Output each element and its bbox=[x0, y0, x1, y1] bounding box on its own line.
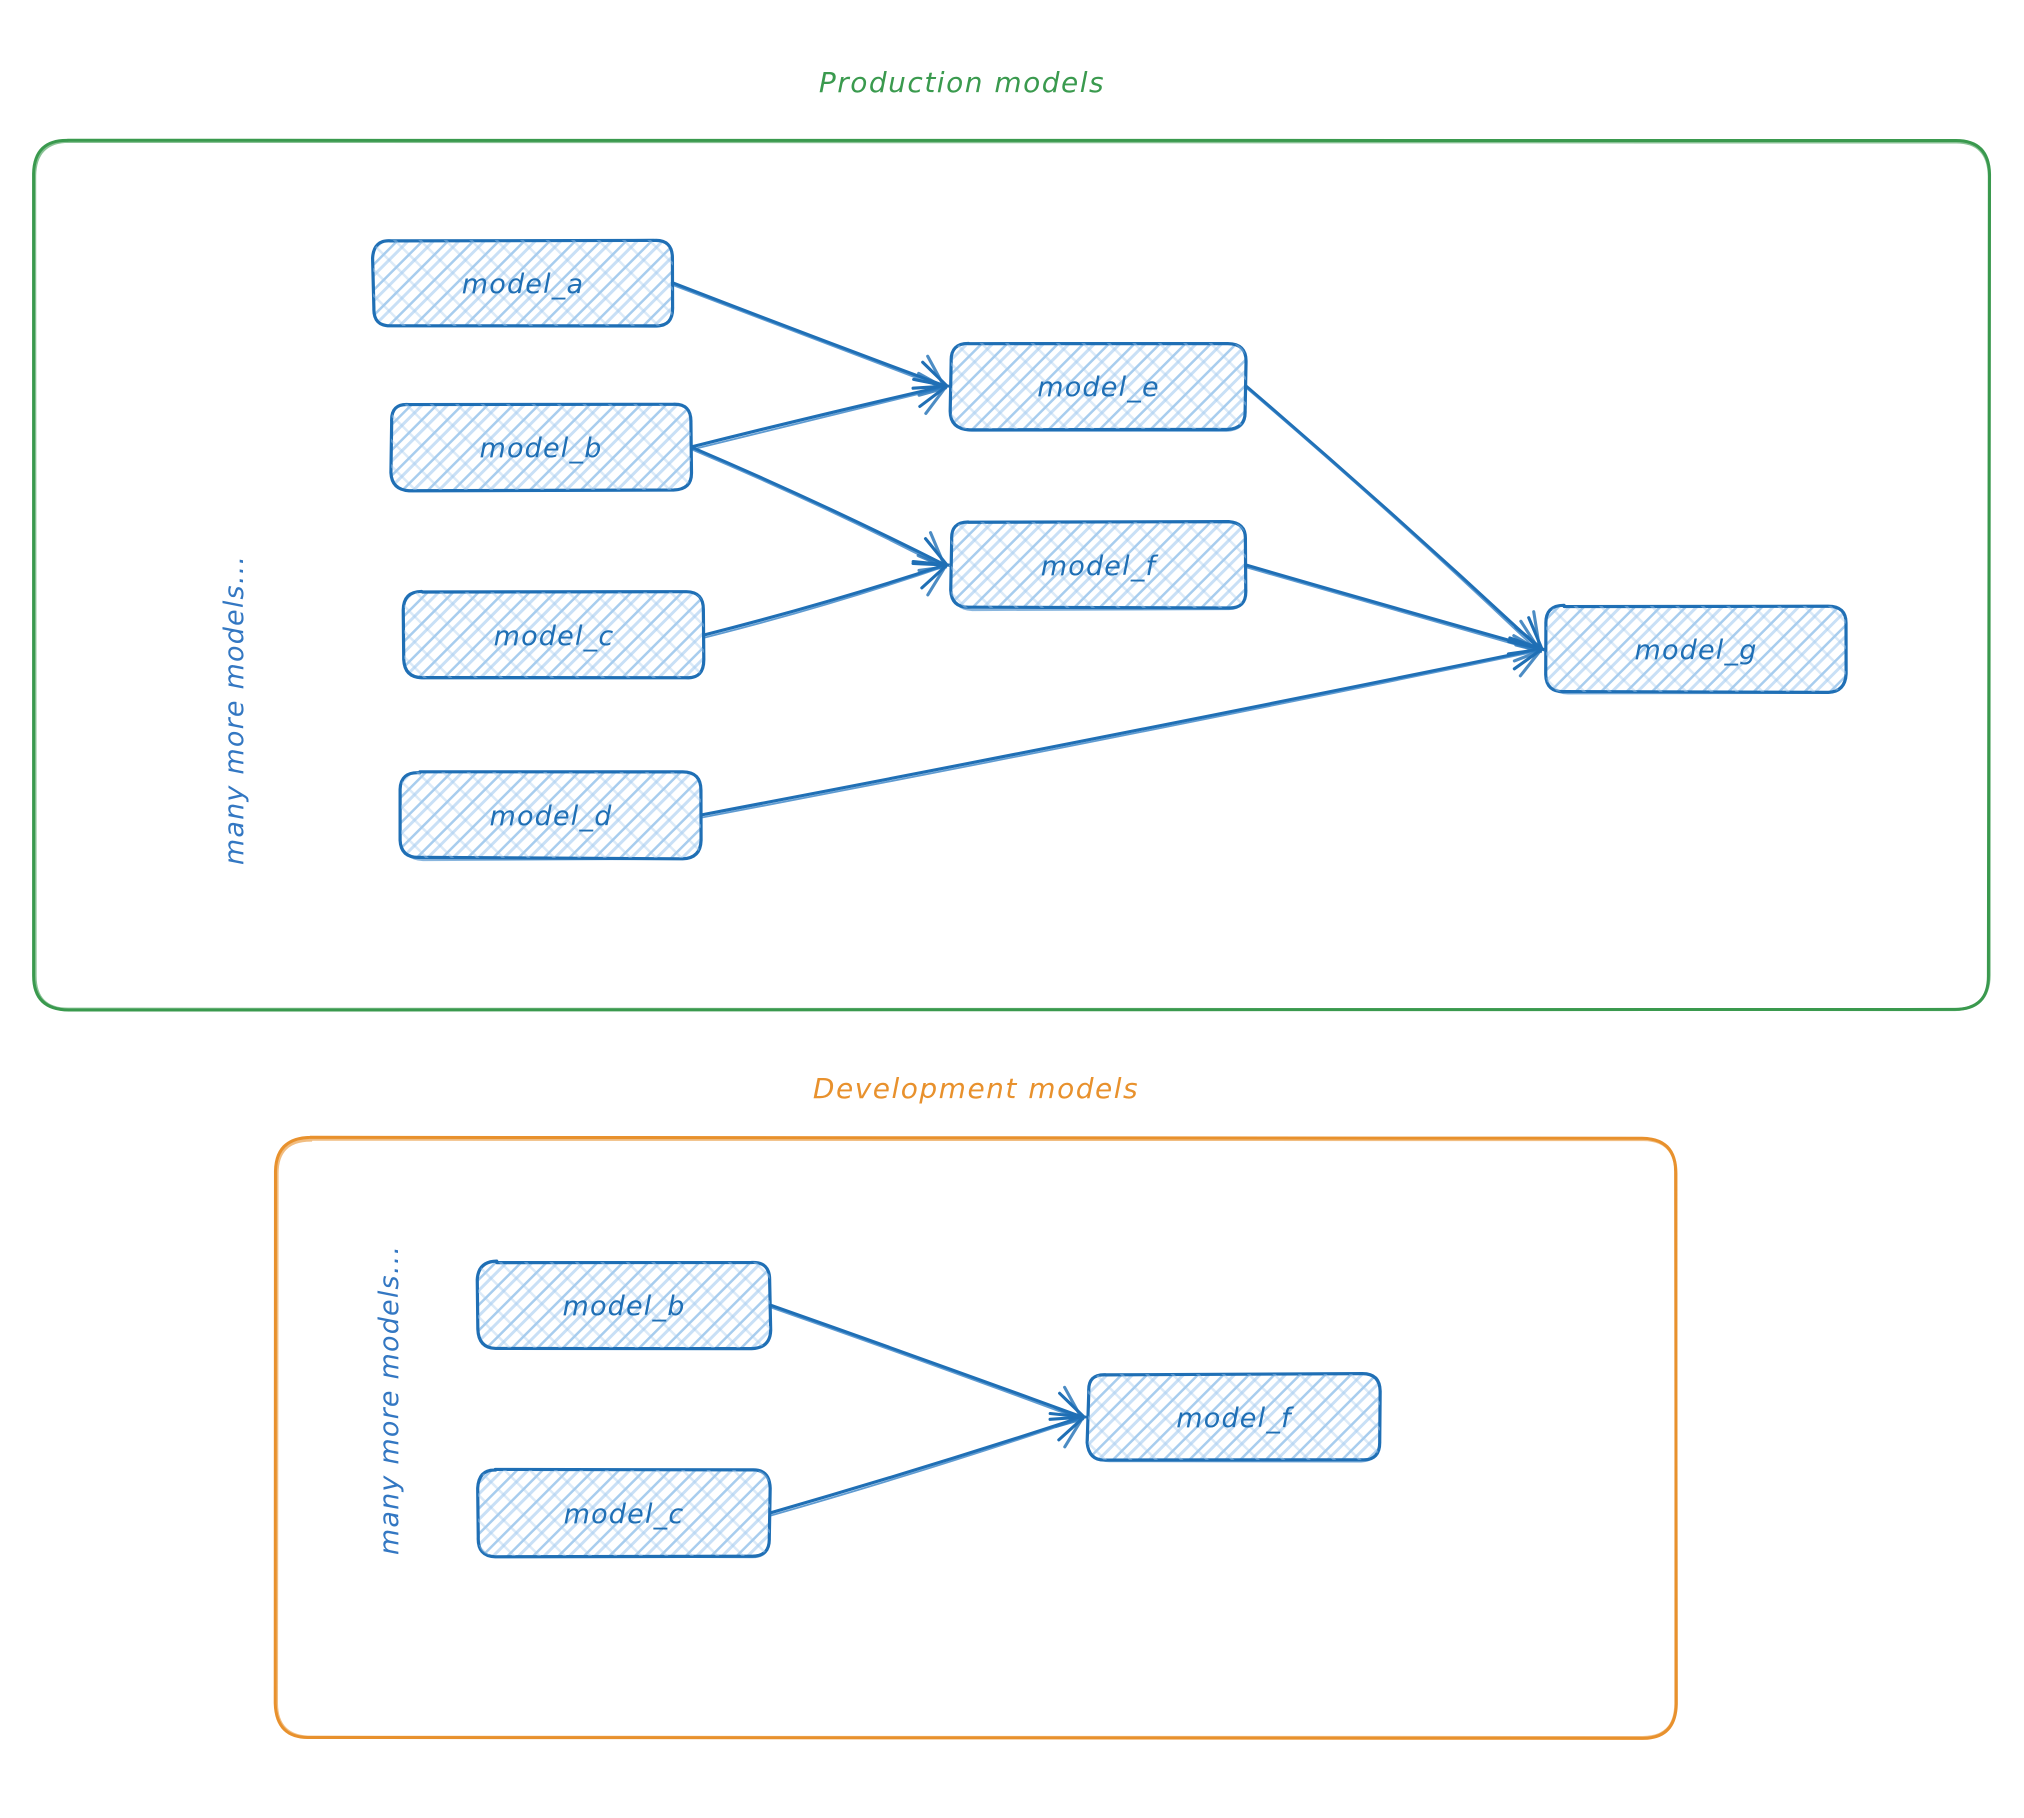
edge-line-sketch bbox=[701, 650, 1539, 819]
edge-line-sketch bbox=[691, 387, 944, 451]
side-note-production: many more models... bbox=[219, 555, 250, 865]
edge-line bbox=[702, 563, 947, 637]
edge-line bbox=[1244, 384, 1542, 651]
arrowhead-sketch-icon bbox=[1512, 634, 1543, 678]
arrowhead-sketch-icon bbox=[916, 553, 948, 597]
node-hatch-overlay bbox=[391, 404, 691, 490]
edge-model_d-to-model_g bbox=[699, 634, 1546, 819]
edge-line bbox=[689, 384, 947, 449]
edge-line-sketch bbox=[691, 448, 944, 568]
node-dev_model_f[interactable]: model_f bbox=[1085, 1372, 1382, 1463]
edge-line-sketch bbox=[770, 1418, 1081, 1517]
node-model_e[interactable]: model_e bbox=[948, 341, 1248, 433]
arrowhead-sketch-icon bbox=[1053, 1405, 1085, 1449]
node-dev_model_b[interactable]: model_b bbox=[475, 1259, 773, 1351]
node-hatch-overlay bbox=[404, 592, 704, 678]
edge-model_b-to-model_f bbox=[689, 445, 951, 572]
node-label: model_g bbox=[1634, 635, 1757, 666]
edge-dev_model_c-to-dev_model_f bbox=[768, 1405, 1088, 1517]
edge-line-sketch bbox=[704, 566, 944, 639]
node-hatch-overlay bbox=[1088, 1374, 1380, 1460]
edge-line bbox=[768, 1303, 1084, 1419]
group-title-production: Production models bbox=[819, 66, 1105, 99]
node-model_c[interactable]: model_c bbox=[401, 589, 706, 680]
group-border-sketch-development bbox=[275, 1137, 1678, 1739]
side-note-development: many more models... bbox=[374, 1245, 405, 1555]
arrowhead-icon bbox=[1048, 1411, 1088, 1442]
node-model_f[interactable]: model_f bbox=[949, 519, 1248, 612]
arrowhead-icon bbox=[911, 559, 951, 590]
edge-line bbox=[671, 281, 947, 388]
edge-line-sketch bbox=[673, 284, 944, 389]
arrowhead-icon bbox=[912, 377, 951, 408]
node-label: model_c bbox=[564, 1499, 685, 1530]
node-label: model_f bbox=[1041, 551, 1159, 582]
node-model_d[interactable]: model_d bbox=[398, 770, 703, 862]
group-border-sketch-production bbox=[33, 139, 1991, 1012]
edge-line bbox=[1244, 563, 1542, 651]
node-label: model_e bbox=[1037, 372, 1160, 403]
node-hatch-overlay bbox=[951, 522, 1246, 608]
group-container-development bbox=[273, 1135, 1678, 1740]
node-label: model_c bbox=[494, 621, 615, 652]
arrowhead-sketch-icon bbox=[917, 371, 948, 415]
edge-model_b-to-model_e bbox=[689, 371, 951, 451]
node-hatch-overlay bbox=[478, 1470, 770, 1556]
node-model_a[interactable]: model_a bbox=[370, 238, 675, 328]
edge-model_a-to-model_e bbox=[671, 281, 951, 397]
edge-line bbox=[689, 445, 947, 567]
edge-model_e-to-model_g bbox=[1244, 384, 1545, 654]
node-hatch-overlay bbox=[373, 240, 673, 326]
group-title-development: Development models bbox=[813, 1072, 1139, 1105]
node-label: model_b bbox=[479, 433, 602, 464]
node-label: model_d bbox=[489, 801, 612, 832]
node-label: model_a bbox=[462, 269, 585, 300]
group-border-development bbox=[273, 1135, 1678, 1740]
edge-dev_model_b-to-dev_model_f bbox=[768, 1303, 1088, 1428]
node-dev_model_c[interactable]: model_c bbox=[476, 1467, 772, 1559]
node-label: model_f bbox=[1176, 1403, 1294, 1434]
group-container-production bbox=[32, 138, 1992, 1012]
node-label: model_b bbox=[562, 1291, 685, 1322]
edge-line-sketch bbox=[1246, 387, 1539, 652]
node-model_b[interactable]: model_b bbox=[389, 402, 694, 493]
node-model_g[interactable]: model_g bbox=[1544, 603, 1848, 695]
arrowhead-icon bbox=[1507, 640, 1546, 671]
edge-line-sketch bbox=[770, 1306, 1081, 1420]
node-hatch-overlay bbox=[951, 343, 1246, 429]
node-hatch-overlay bbox=[1546, 606, 1846, 692]
edge-line-sketch bbox=[1246, 566, 1539, 652]
edge-line bbox=[768, 1415, 1084, 1515]
node-hatch-overlay bbox=[401, 772, 701, 858]
edge-line bbox=[699, 647, 1542, 817]
edge-model_c-to-model_f bbox=[702, 553, 951, 639]
node-hatch-overlay bbox=[478, 1262, 770, 1348]
